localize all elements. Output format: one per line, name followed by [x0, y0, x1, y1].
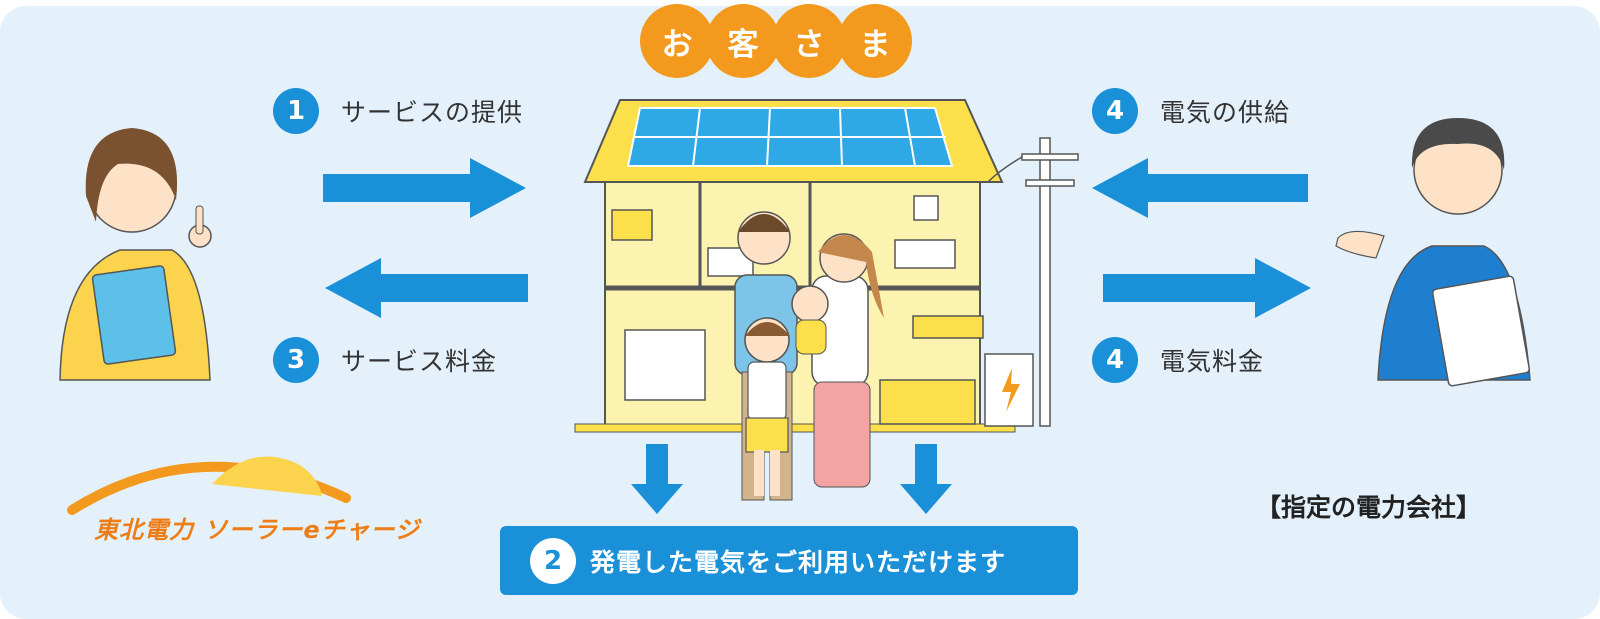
arrow-fee-to-provider — [325, 258, 528, 318]
step-number-badge: 1 — [273, 88, 319, 134]
step-label: サービスの提供 — [341, 98, 524, 127]
arrow-down-right — [900, 444, 952, 514]
arrow-supply-to-customer — [1092, 158, 1308, 218]
logo-mark — [67, 456, 351, 515]
service-staff-illustration — [59, 128, 212, 381]
step-label: サービス料金 — [341, 347, 498, 376]
title-circle: ま — [838, 4, 912, 78]
step-power-supply: 4 電気の供給 — [1092, 88, 1290, 134]
step-label: 電気の供給 — [1160, 98, 1291, 127]
house-illustration — [574, 99, 1034, 433]
step-number-badge: 2 — [530, 537, 576, 584]
title-circle: お — [640, 4, 714, 78]
title-circle: さ — [772, 4, 846, 78]
title-circle: 客 — [706, 4, 780, 78]
family-illustration — [734, 211, 884, 501]
arrow-down-left — [631, 444, 683, 514]
arrow-fee-to-company — [1103, 258, 1311, 318]
utility-pole-illustration — [987, 137, 1079, 427]
power-company-label: 【指定の電力会社】 — [1256, 493, 1482, 522]
step-number-badge: 4 — [1092, 337, 1138, 383]
step-service-fee: 3 サービス料金 — [273, 337, 497, 383]
step-power-fee: 4 電気料金 — [1092, 337, 1264, 383]
logo-text: 東北電力 ソーラーeチャージ — [94, 516, 420, 544]
step-number-badge: 3 — [273, 337, 319, 383]
banner-label: 発電した電気をご利用いただけます — [590, 547, 1007, 577]
power-company-staff-illustration — [1335, 118, 1531, 387]
step-number-badge: 4 — [1092, 88, 1138, 134]
customer-title: お 客 さ ま — [640, 4, 912, 78]
step-label: 電気料金 — [1160, 347, 1265, 376]
self-use-banner: 2 発電した電気をご利用いただけます — [500, 526, 1078, 595]
arrow-service-to-customer — [323, 158, 526, 218]
step-service-provide: 1 サービスの提供 — [273, 88, 523, 134]
